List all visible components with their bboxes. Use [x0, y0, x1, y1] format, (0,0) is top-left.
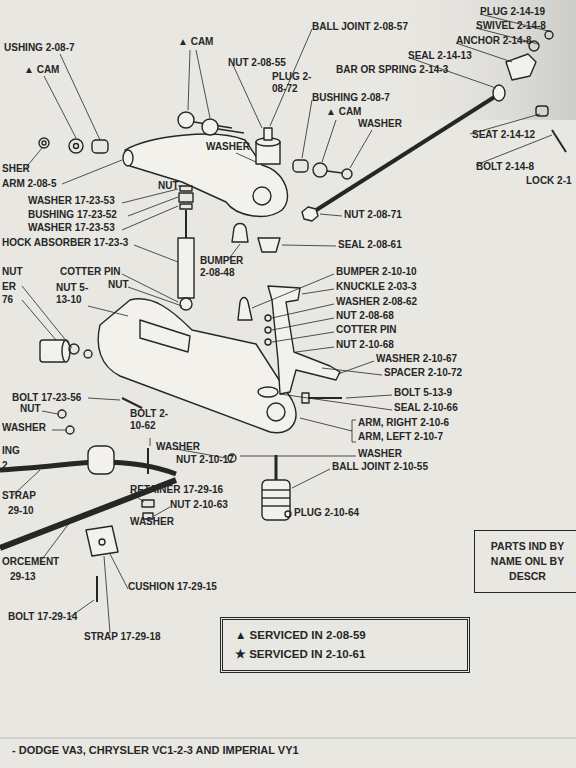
part-label: BOLT 17-29-14	[8, 611, 77, 623]
part-label: ▲ CAM	[326, 106, 361, 118]
part-label: WASHER	[2, 422, 46, 434]
part-label: RETAINER 17-29-16	[130, 484, 223, 496]
part-label: STRAP	[2, 490, 36, 502]
index-note: PARTS IND BY NAME ONL BY DESCR	[485, 539, 570, 584]
part-label: BOLT 17-23-56	[12, 392, 81, 404]
part-label: LOCK 2-1	[526, 175, 572, 187]
part-label: BOLT 2-14-8	[476, 161, 534, 173]
part-label: PLUG 2-10-64	[294, 507, 359, 519]
part-label: ANCHOR 2-14-8	[456, 35, 532, 47]
part-label: BUMPER 2-10-10	[336, 266, 417, 278]
part-label: ARM, LEFT 2-10-7	[358, 431, 443, 443]
part-label: ORCEMENT	[2, 556, 59, 568]
part-label: WASHER	[358, 118, 402, 130]
part-label: NUT 2-10-17	[176, 454, 234, 466]
part-label: NUT	[2, 266, 23, 278]
part-label: ▲ CAM	[178, 36, 213, 48]
part-label: KNUCKLE 2-03-3	[336, 281, 417, 293]
part-label: SEAL 2-10-66	[394, 402, 458, 414]
part-label: SWIVEL 2-14-8	[476, 20, 546, 32]
part-label: COTTER PIN	[336, 324, 397, 336]
part-label: ARM 2-08-5	[2, 178, 56, 190]
part-label: PLUG 2-14-19	[480, 6, 545, 18]
part-label: NUT	[20, 403, 41, 415]
part-label: USHING 2-08-7	[4, 42, 75, 54]
part-label: WASHER 17-23-53	[28, 195, 115, 207]
part-label: NUT	[158, 180, 179, 192]
part-label: NUT 2-10-68	[336, 339, 394, 351]
part-label: 76	[2, 294, 13, 306]
part-label: ER	[2, 281, 16, 293]
part-label: PLUG 2-08-72	[272, 71, 316, 95]
part-label: BALL JOINT 2-10-55	[332, 461, 428, 473]
part-label: CUSHION 17-29-15	[128, 581, 217, 593]
part-label: NUT 2-08-68	[336, 310, 394, 322]
part-label: BUSHING 17-23-52	[28, 209, 117, 221]
part-label: NUT 5-13-10	[56, 282, 100, 306]
part-label: ▲ CAM	[24, 64, 59, 76]
footer-text: - DODGE VA3, CHRYSLER VC1-2-3 AND IMPERI…	[12, 744, 299, 756]
part-label: ARM, RIGHT 2-10-6	[358, 417, 449, 429]
part-label: BAR OR SPRING 2-14-3	[336, 64, 448, 76]
part-label: STRAP 17-29-18	[84, 631, 161, 643]
part-label: SEAL 2-08-61	[338, 239, 402, 251]
part-label: 29-13	[10, 571, 36, 583]
service-key: ▲ SERVICED IN 2-08-59	[235, 626, 455, 645]
part-label: NUT 2-10-63	[170, 499, 228, 511]
part-label: WASHER 17-23-53	[28, 222, 115, 234]
part-label: SHER	[2, 163, 30, 175]
part-label: WASHER 2-10-67	[376, 353, 457, 365]
part-label: NUT	[108, 279, 129, 291]
part-label: WASHER	[358, 448, 402, 460]
part-label: SPACER 2-10-72	[384, 367, 462, 379]
part-label: BOLT 2-10-62	[130, 408, 172, 432]
part-label: WASHER	[206, 141, 250, 153]
part-label: ING	[2, 445, 20, 457]
part-label: WASHER	[156, 441, 200, 453]
part-label: BALL JOINT 2-08-57	[312, 21, 408, 33]
part-label: NUT 2-08-55	[228, 57, 286, 69]
service-key-box: ▲ SERVICED IN 2-08-59★ SERVICED IN 2-10-…	[220, 617, 470, 673]
service-key: ★ SERVICED IN 2-10-61	[235, 645, 455, 664]
part-label: BOLT 5-13-9	[394, 387, 452, 399]
part-label: WASHER 2-08-62	[336, 296, 417, 308]
part-label: 2	[2, 460, 8, 472]
part-label: COTTER PIN	[60, 266, 121, 278]
part-label: NUT 2-08-71	[344, 209, 402, 221]
part-label: HOCK ABSORBER 17-23-3	[2, 237, 128, 249]
index-note-box: PARTS IND BY NAME ONL BY DESCR	[474, 530, 576, 593]
part-label: SEAL 2-14-13	[408, 50, 472, 62]
part-label: BUMPER 2-08-48	[200, 255, 246, 279]
part-label: BUSHING 2-08-7	[312, 92, 390, 104]
part-label: SEAT 2-14-12	[472, 129, 535, 141]
part-label: 29-10	[8, 505, 34, 517]
part-label: WASHER	[130, 516, 174, 528]
